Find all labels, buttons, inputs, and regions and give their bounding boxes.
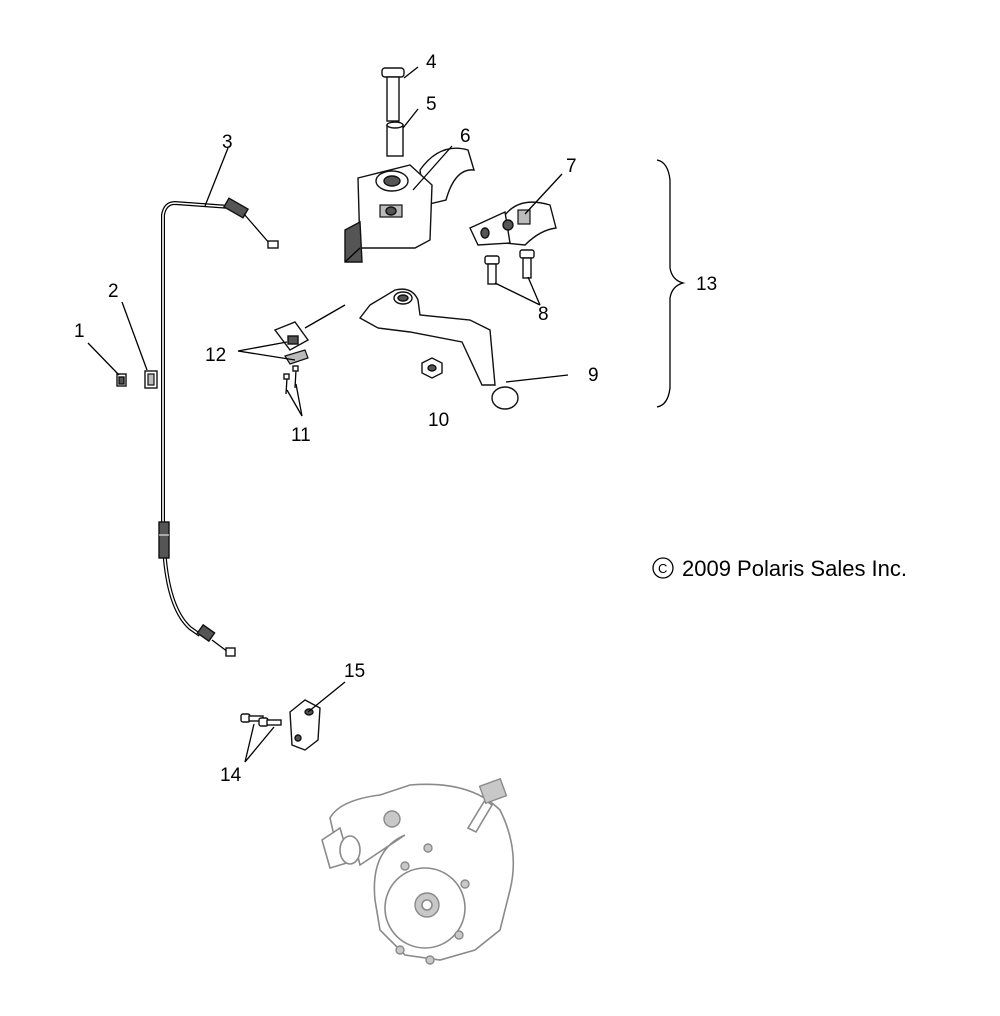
leader-12b: [237, 350, 296, 361]
callout-1: 1: [74, 321, 85, 342]
callout-12: 12: [205, 345, 226, 366]
leader-8b: [527, 276, 541, 306]
callout-14: 14: [220, 765, 242, 786]
copyright-text: 2009 Polaris Sales Inc.: [682, 556, 907, 581]
leader-15: [307, 681, 346, 713]
leader-8a: [494, 282, 541, 306]
part-8-screws: [484, 249, 535, 285]
reference-brake-assembly: [321, 777, 515, 965]
copyright-symbol: C: [658, 561, 667, 576]
callout-13: 13: [696, 274, 717, 295]
copyright-icon: [652, 557, 674, 579]
callout-7: 7: [566, 156, 577, 177]
callout-5: 5: [426, 94, 437, 115]
part-4-bolt: [381, 67, 405, 122]
part-1-clip: [116, 373, 127, 387]
leader-6: [412, 145, 453, 191]
callout-6: 6: [460, 126, 471, 147]
part-14-bolts: [240, 713, 282, 727]
copyright-notice: C 2009 Polaris Sales Inc.: [652, 556, 907, 581]
part-3-cable: [158, 197, 279, 657]
leader-7: [524, 173, 563, 215]
callout-10: 10: [428, 410, 449, 431]
part-2-retainer: [144, 370, 158, 389]
leader-2: [121, 301, 148, 371]
callout-15: 15: [344, 661, 365, 682]
leader-12a: [237, 341, 288, 352]
callout-3: 3: [222, 132, 233, 153]
callout-11: 11: [291, 425, 311, 446]
leader-4: [403, 66, 419, 79]
leader-11a: [286, 389, 303, 417]
leader-9: [505, 374, 569, 383]
leader-14b: [244, 726, 275, 763]
part-5-bushing: [386, 121, 404, 157]
part-15-bracket: [289, 699, 321, 751]
leader-11b: [295, 383, 303, 417]
part-12-switch: [273, 304, 346, 365]
leader-3: [204, 147, 229, 207]
leader-5: [402, 108, 419, 129]
leader-1: [87, 342, 120, 376]
part-10-nut: [421, 357, 443, 379]
callout-4: 4: [426, 52, 437, 73]
leader-14a: [244, 723, 255, 763]
callout-9: 9: [588, 365, 599, 386]
callout-8: 8: [538, 304, 549, 325]
callout-2: 2: [108, 281, 119, 302]
part-11-screws: [283, 365, 299, 395]
part-9-lever: [358, 288, 519, 410]
part-7-clamp: [469, 201, 557, 246]
assembly-bracket: [656, 159, 686, 408]
part-6-housing: [344, 147, 475, 263]
